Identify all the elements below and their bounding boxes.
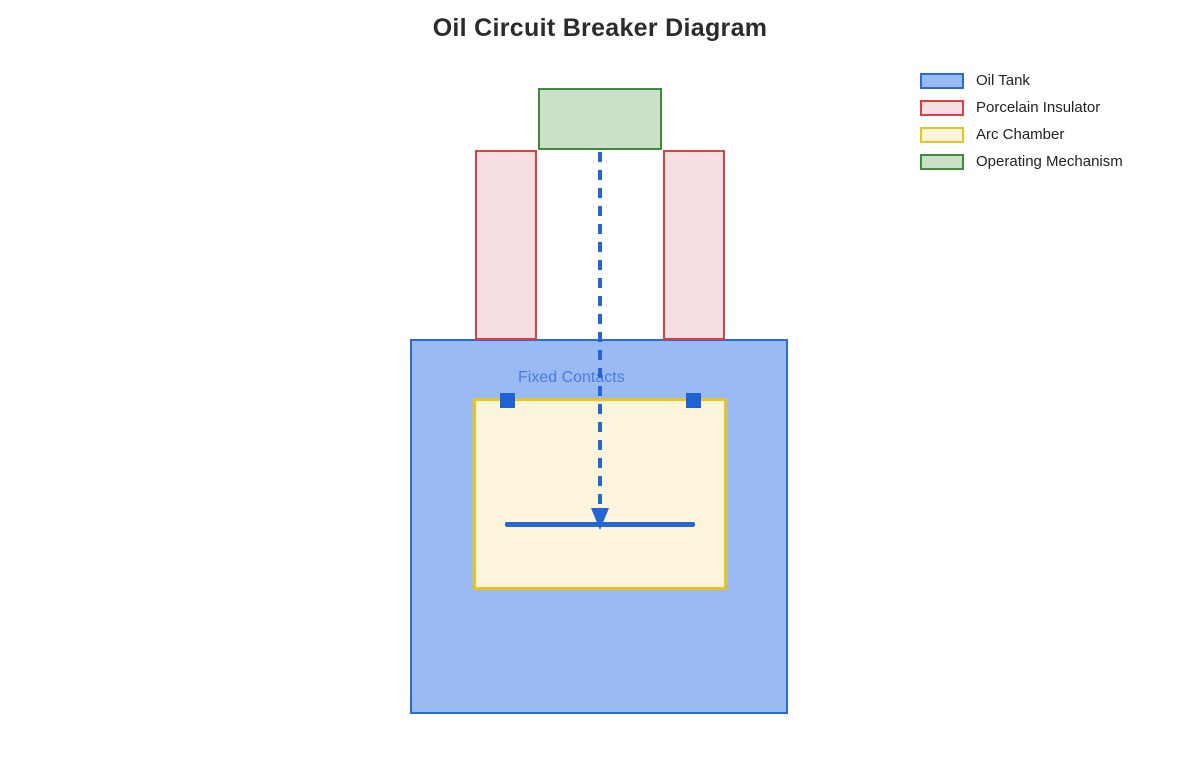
moving-contact-bar: [505, 522, 695, 527]
legend-item-oil-tank[interactable]: Oil Tank: [920, 72, 1123, 89]
fixed-contacts-label: Fixed Contacts: [518, 369, 625, 386]
fixed-contact-left: [500, 393, 515, 408]
oil-tank-swatch: [920, 72, 964, 89]
porcelain-insulator-right-shape: [663, 150, 725, 340]
porcelain-insulator-left-shape: [475, 150, 537, 340]
page-title: Oil Circuit Breaker Diagram: [432, 14, 768, 42]
legend-item-operating-mechanism[interactable]: Operating Mechanism: [920, 153, 1123, 170]
legend: Oil Tank Porcelain Insulator Arc Chamber…: [920, 72, 1123, 180]
arc-chamber-swatch: [920, 126, 964, 143]
legend-label: Arc Chamber: [976, 126, 1065, 143]
operating-mechanism-shape: [538, 88, 662, 150]
legend-item-arc-chamber[interactable]: Arc Chamber: [920, 126, 1123, 143]
legend-label: Operating Mechanism: [976, 153, 1123, 170]
legend-label: Oil Tank: [976, 72, 1030, 89]
legend-item-porcelain-insulator[interactable]: Porcelain Insulator: [920, 99, 1123, 116]
porcelain-insulator-swatch: [920, 99, 964, 116]
fixed-contact-right: [686, 393, 701, 408]
legend-label: Porcelain Insulator: [976, 99, 1101, 116]
operating-mechanism-swatch: [920, 153, 964, 170]
arc-chamber-shape: [473, 398, 727, 590]
